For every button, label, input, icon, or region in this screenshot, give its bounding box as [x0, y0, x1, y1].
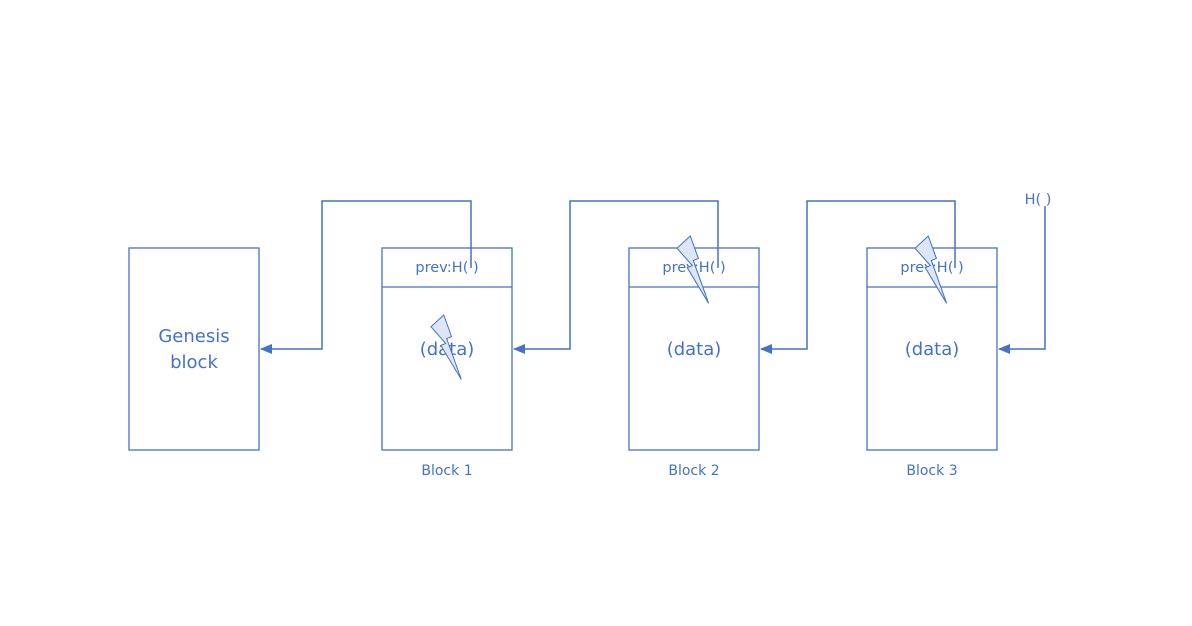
lightning-bolt-icon: [430, 314, 462, 380]
lightning-bolt-icon: [676, 235, 710, 304]
lightning-bolt-icon: [914, 235, 948, 304]
block-1-caption: Block 1: [421, 463, 472, 479]
block-1: prev:H( ) (data): [381, 247, 513, 451]
genesis-label-line2: block: [170, 352, 218, 373]
block-3-data: (data): [905, 339, 960, 360]
hash-pointer-block3-to-block2: [760, 200, 956, 354]
genesis-label-line1: Genesis: [158, 326, 229, 347]
block-2-data: (data): [667, 339, 722, 360]
head-hash-pointer-to-block3: [998, 206, 1046, 354]
block-1-header: prev:H( ): [415, 260, 478, 276]
block-2-caption: Block 2: [668, 463, 719, 479]
hash-pointer-block2-to-block1: [513, 200, 719, 354]
head-pointer-label: H( ): [1025, 192, 1052, 208]
block-3-caption: Block 3: [906, 463, 957, 479]
genesis-block: Genesis block: [128, 247, 260, 451]
hash-pointer-block1-to-genesis: [260, 200, 472, 354]
